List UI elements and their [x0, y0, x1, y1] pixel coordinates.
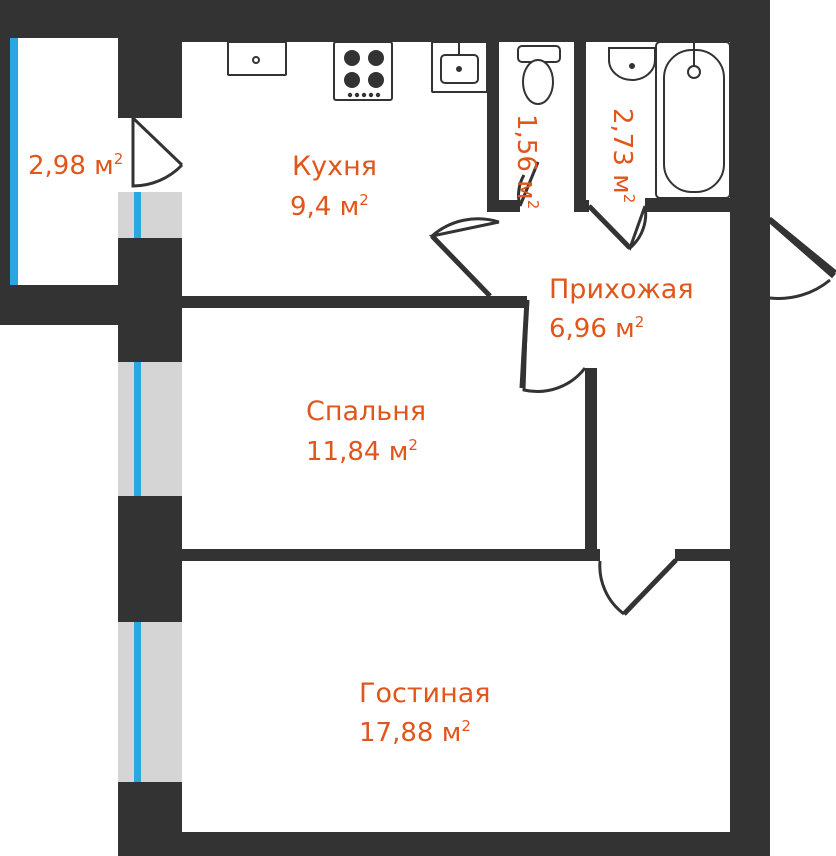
label-living-area: 17,88 м2	[359, 717, 471, 748]
wall-bedroom-hall	[585, 368, 597, 561]
window-frame-kitchen	[118, 192, 182, 238]
window-glass-kitchen	[134, 192, 141, 238]
toilet-icon	[517, 45, 561, 105]
walls	[0, 0, 770, 856]
wall-wc-bath	[574, 42, 586, 210]
door-balcony	[131, 116, 184, 188]
label-hallway-area: 6,96 м2	[549, 313, 644, 344]
label-kitchen-name: Кухня	[292, 151, 377, 182]
wall-bottom	[118, 832, 770, 856]
floor-living	[182, 561, 730, 832]
floor-hall	[597, 296, 730, 549]
fixtures	[227, 41, 731, 199]
label-hallway-name: Прихожая	[549, 274, 694, 305]
room-labels: 2,98 м2 Кухня 9,4 м2 1,56 м2 2,73 м2 При…	[28, 108, 694, 748]
door-wc	[517, 161, 540, 207]
wall-balcony-left	[0, 0, 10, 325]
wall-kitchen-bedroom	[182, 296, 527, 308]
window-glass-bedroom	[134, 362, 141, 496]
label-balcony-area: 2,98 м2	[28, 150, 123, 181]
doors	[118, 116, 836, 616]
door-kitchen-leaf	[430, 234, 492, 298]
wall-right	[730, 0, 770, 856]
wall-wc-left	[487, 42, 499, 210]
wall-bedroom-living	[182, 549, 600, 561]
label-bedroom-area: 11,84 м2	[306, 436, 418, 467]
label-kitchen-area: 9,4 м2	[290, 191, 369, 222]
door-bath-leaf	[587, 204, 632, 250]
wall-wet-bottom-1	[487, 200, 520, 212]
wall-top	[0, 0, 770, 42]
wall-balcony-bottom	[0, 285, 182, 325]
floor-balcony	[10, 38, 118, 285]
door-entrance-leaf	[768, 217, 836, 279]
wall-living-right-stub	[675, 549, 730, 561]
window-glass-living	[134, 622, 141, 782]
bathtub-icon	[655, 41, 731, 199]
stove-icon	[333, 41, 393, 101]
door-bedroom	[522, 299, 587, 393]
wall-wet-bottom-2	[574, 200, 589, 212]
windows	[10, 38, 182, 782]
wall-wet-bottom-3	[645, 198, 730, 212]
bathroom-sink-icon	[608, 47, 656, 81]
kitchen-sink-icon	[227, 41, 287, 76]
door-bedroom-leaf	[519, 299, 530, 389]
door-living-leaf	[622, 558, 678, 616]
wash-basin-icon	[431, 41, 488, 93]
label-bath-area: 2,73 м2	[607, 108, 638, 203]
label-wc-area: 1,56 м2	[511, 114, 542, 209]
floor-bedroom	[182, 308, 585, 549]
label-living-name: Гостиная	[359, 678, 491, 709]
window-balcony	[10, 38, 18, 285]
window-frame-bedroom	[118, 362, 182, 496]
label-bedroom-name: Спальня	[306, 396, 426, 427]
window-frame-living	[118, 622, 182, 782]
